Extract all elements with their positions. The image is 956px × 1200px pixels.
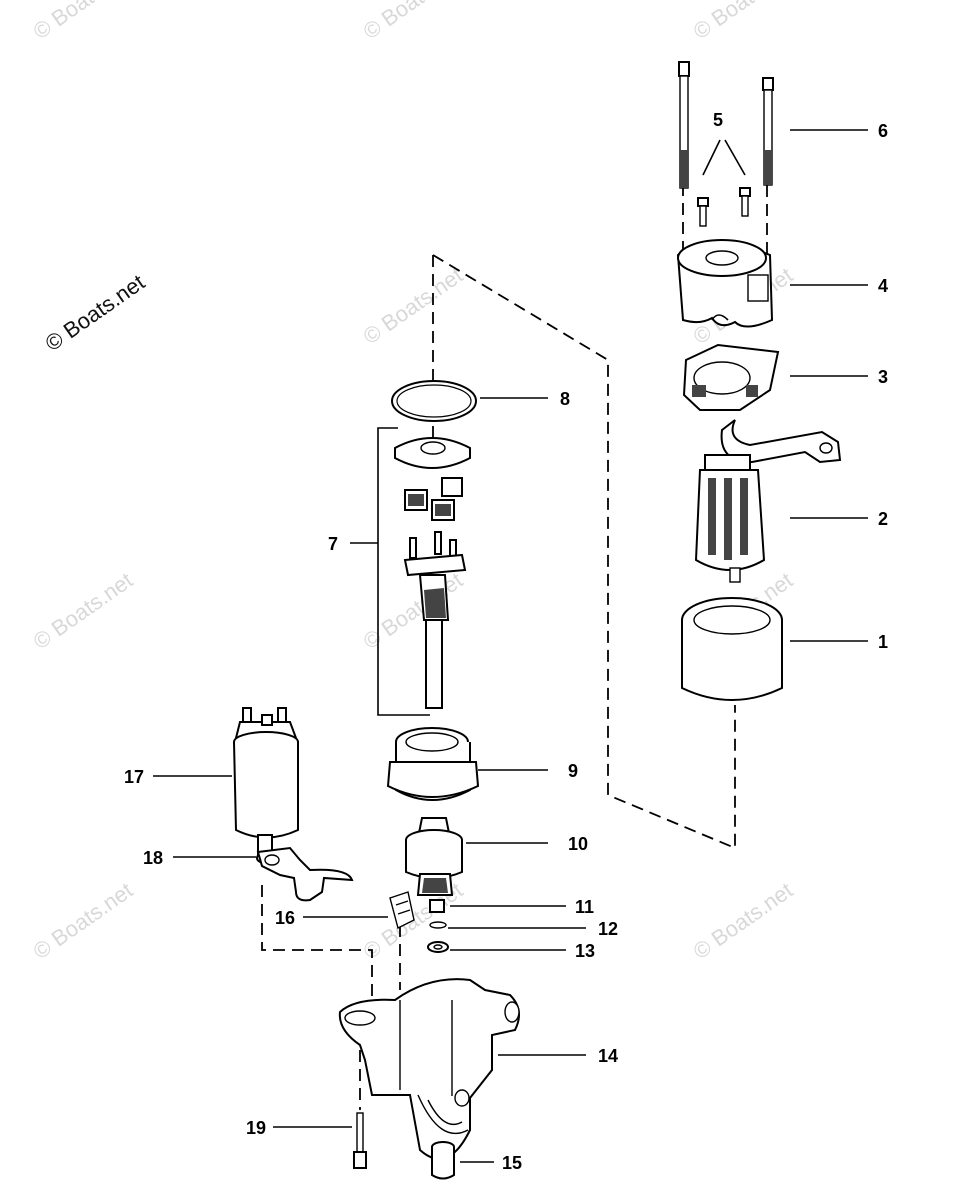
- part-7-planetary-gear-set[interactable]: [394, 437, 471, 709]
- part-18-shift-fork[interactable]: [256, 846, 354, 902]
- leader-lines: [153, 129, 868, 1163]
- watermark-faint: © Boats.net: [689, 877, 798, 964]
- watermark-faint: © Boats.net: [689, 0, 798, 44]
- callout-12: 12: [598, 919, 618, 939]
- callout-5: 5: [713, 110, 723, 130]
- callout-14: 14: [598, 1046, 618, 1066]
- part-7-bracket: [377, 427, 430, 716]
- part-4-end-cap[interactable]: [676, 239, 774, 328]
- callout-11: 11: [575, 897, 594, 917]
- part-14-drive-housing[interactable]: [338, 978, 520, 1160]
- part-19-screw[interactable]: [353, 1112, 367, 1169]
- callout-19: 19: [246, 1118, 266, 1138]
- callout-3: 3: [878, 367, 888, 387]
- callout-4: 4: [878, 276, 888, 296]
- part-11-collar[interactable]: [429, 899, 445, 913]
- part-10-drive-pinion[interactable]: [405, 817, 463, 896]
- part-16-plug[interactable]: [389, 891, 415, 930]
- callout-9: 9: [568, 761, 578, 781]
- part-9-ring-gear[interactable]: [386, 727, 480, 801]
- callout-2: 2: [878, 509, 888, 529]
- callout-8: 8: [560, 389, 570, 409]
- watermark-main: © Boats.net: [41, 269, 150, 356]
- part-13-washer[interactable]: [427, 941, 449, 953]
- watermark-faint: © Boats.net: [359, 262, 468, 349]
- callout-16: 16: [275, 908, 295, 928]
- callout-10: 10: [568, 834, 588, 854]
- part-1-field-housing[interactable]: [681, 597, 783, 701]
- part-12-clip[interactable]: [429, 921, 447, 929]
- callout-labels: 1 2 3 4 5 6 7 8 9 10 11 12 13 14 15 16 1…: [124, 110, 888, 1173]
- part-3-brush-plate[interactable]: [682, 343, 842, 464]
- callout-15: 15: [502, 1153, 522, 1173]
- callout-17: 17: [124, 767, 144, 787]
- callout-18: 18: [143, 848, 163, 868]
- part-17-solenoid[interactable]: [233, 707, 299, 864]
- part-2-armature[interactable]: [694, 454, 766, 583]
- callout-1: 1: [878, 632, 888, 652]
- callout-13: 13: [575, 941, 595, 961]
- callout-6: 6: [878, 121, 888, 141]
- part-5-screws[interactable]: [697, 187, 751, 227]
- watermark-faint: © Boats.net: [29, 877, 138, 964]
- callout-7: 7: [328, 534, 338, 554]
- part-8-o-ring[interactable]: [391, 380, 477, 422]
- part-15-bushing[interactable]: [431, 1141, 455, 1180]
- watermark-faint: © Boats.net: [29, 0, 138, 44]
- part-6-through-bolts[interactable]: [678, 61, 774, 189]
- watermark-faint: © Boats.net: [359, 567, 468, 654]
- watermark-faint: © Boats.net: [29, 567, 138, 654]
- watermark-faint: © Boats.net: [359, 0, 468, 44]
